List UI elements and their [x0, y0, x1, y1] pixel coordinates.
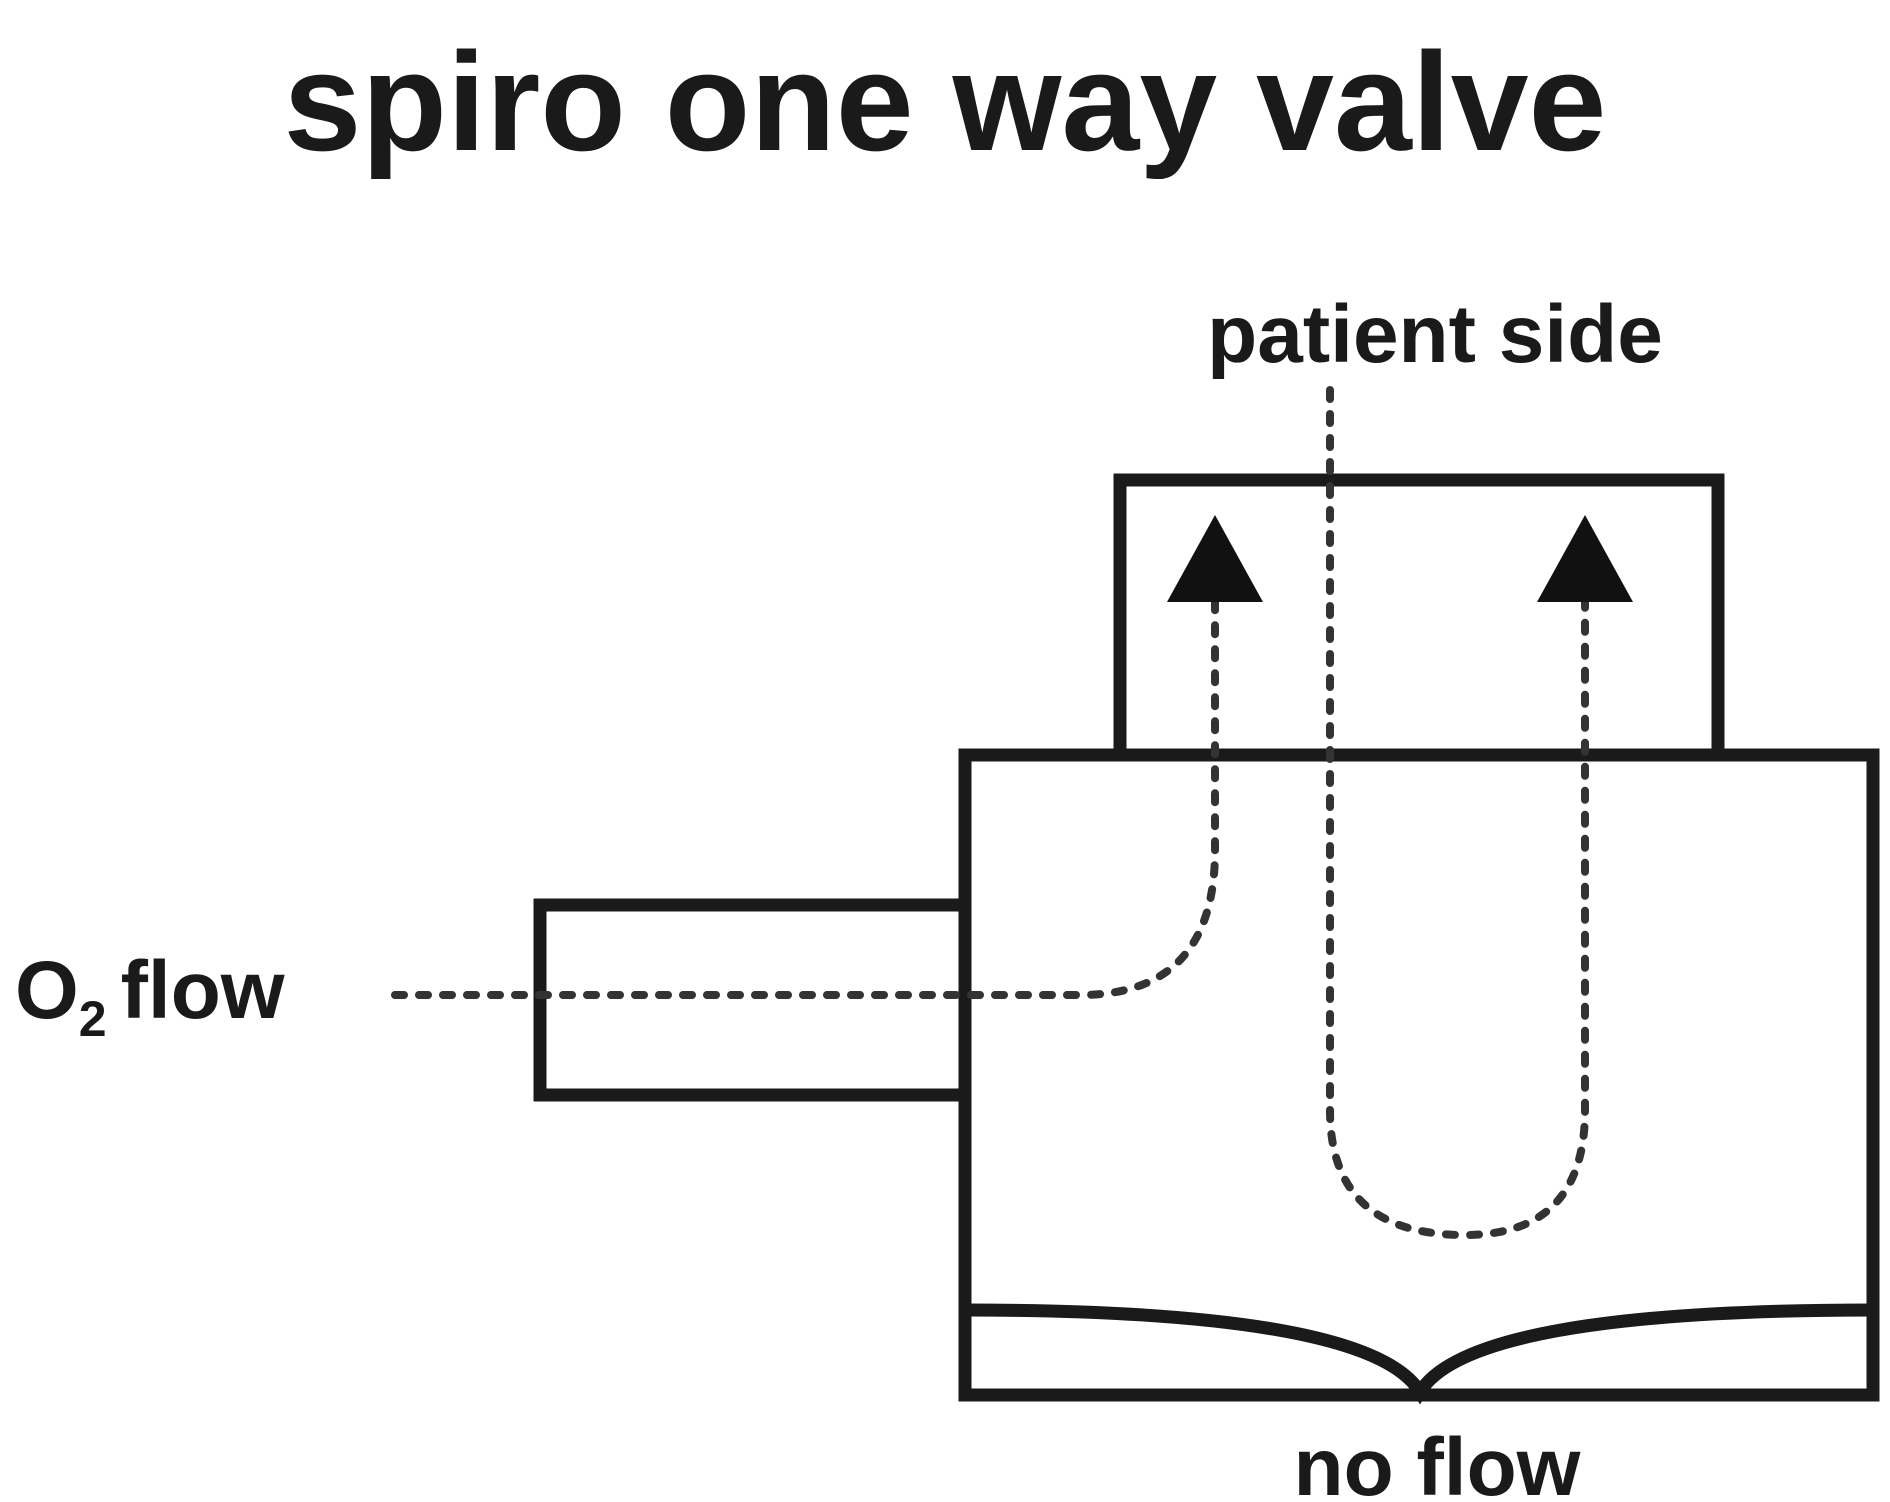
no-flow-label: no flow — [1294, 1422, 1581, 1502]
o2-flow-main: O — [15, 945, 79, 1036]
patient-connector-box — [1113, 473, 1725, 762]
valve-body — [958, 748, 1880, 1402]
arrow-up-icon — [1537, 515, 1633, 602]
patient-side-label: patient side — [1207, 289, 1663, 380]
o2-flow-subscript: 2 — [79, 991, 107, 1047]
valve-flap — [964, 1303, 1874, 1405]
o2-flow-word: flow — [121, 945, 285, 1036]
o2-flow-path — [391, 596, 1219, 999]
recirculation-flow-path — [1326, 386, 1589, 1240]
arrow-up-icon — [1167, 515, 1263, 602]
diagram-title: spiro one way valve — [284, 23, 1607, 180]
o2-inlet-tube — [533, 898, 972, 1102]
